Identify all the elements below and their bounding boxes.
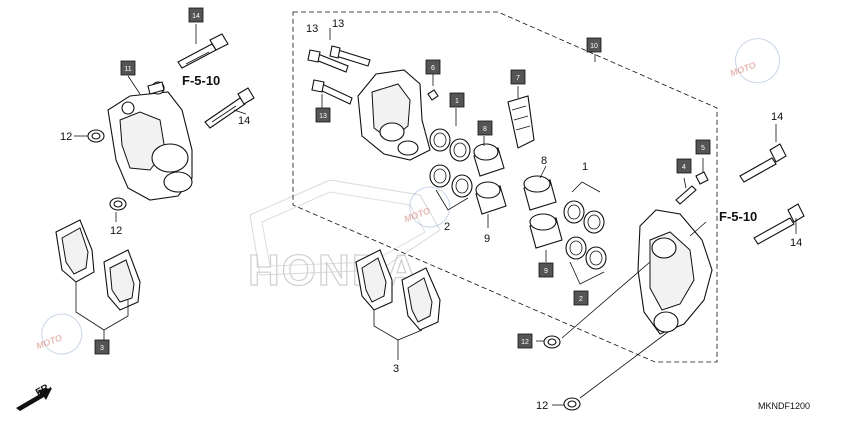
callout-box-5: 5 xyxy=(695,139,711,155)
callout-box-2-lower: 2 xyxy=(573,290,589,306)
svg-text:4: 4 xyxy=(682,164,686,171)
svg-text:8: 8 xyxy=(483,126,487,133)
piston-seal-1-upper xyxy=(429,128,471,162)
svg-text:1: 1 xyxy=(455,98,459,105)
callout-box-8-upper: 8 xyxy=(477,120,493,136)
callout-box-14-top-left: 14 xyxy=(188,7,204,23)
callout-box-3-left: 3 xyxy=(94,339,110,355)
callout-12-right-lower: 12 xyxy=(536,400,548,412)
callout-box-13: 13 xyxy=(315,107,331,123)
honda-watermark-text: HONDA xyxy=(248,246,419,295)
moto-watermark-top-right: MOTO xyxy=(729,38,781,84)
dust-seal-2-upper xyxy=(429,164,473,198)
callout-14-left-side: 14 xyxy=(238,115,250,127)
assembly-frame xyxy=(292,11,718,363)
svg-text:14: 14 xyxy=(192,13,200,20)
bleeder-screw-4 xyxy=(675,185,697,205)
bolt-13-lower xyxy=(311,79,353,105)
seal-12-left-bottom xyxy=(109,197,127,211)
svg-text:5: 5 xyxy=(701,145,705,152)
callout-9-upper: 9 xyxy=(484,233,490,245)
left-caliper-body xyxy=(107,81,193,201)
diagram-code: MKNDF1200 xyxy=(758,401,810,411)
bleeder-cap-5 xyxy=(695,171,709,185)
svg-text:2: 2 xyxy=(579,296,583,303)
bolt-14-right-top xyxy=(739,143,787,183)
callout-box-4: 4 xyxy=(676,158,692,174)
svg-text:MOTO: MOTO xyxy=(35,333,64,352)
svg-text:10: 10 xyxy=(590,43,598,50)
svg-text:6: 6 xyxy=(431,65,435,72)
dust-seal-2-lower xyxy=(565,236,607,270)
piston-9-upper-b xyxy=(475,181,507,215)
callout-12-left-top: 12 xyxy=(60,131,72,143)
bolt-14-right-bottom xyxy=(753,203,805,245)
bleed-cap-6 xyxy=(427,89,439,101)
callout-box-1-upper: 1 xyxy=(449,92,465,108)
callout-box-7: 7 xyxy=(510,69,526,85)
center-brake-pad-rear xyxy=(401,267,441,331)
callout-box-9-lower: 9 xyxy=(538,262,554,278)
bolt-14-left-side xyxy=(204,87,255,129)
left-brake-pad-front xyxy=(55,219,95,283)
moto-watermark-bottom-left: MOTO xyxy=(35,313,83,355)
seal-12-right-lower xyxy=(563,397,581,411)
callout-12-left-bottom: 12 xyxy=(110,225,122,237)
reference-label-left: F-5-10 xyxy=(182,73,220,88)
callout-box-10: 10 xyxy=(586,37,602,53)
right-caliper-body xyxy=(637,209,713,335)
callout-14-right-top: 14 xyxy=(771,111,783,123)
bolt-14-left-top xyxy=(177,33,229,69)
reference-label-right: F-5-10 xyxy=(719,209,757,224)
svg-text:7: 7 xyxy=(516,75,520,82)
left-brake-pad-rear xyxy=(103,249,141,311)
svg-text:3: 3 xyxy=(100,345,104,352)
callout-13-a: 13 xyxy=(306,23,318,35)
callout-box-6: 6 xyxy=(425,59,441,75)
callout-box-11: 11 xyxy=(120,60,136,76)
bolt-13-middle xyxy=(307,49,349,73)
callout-1-lower: 1 xyxy=(582,161,588,173)
svg-text:13: 13 xyxy=(319,113,327,120)
svg-text:MOTO: MOTO xyxy=(403,206,432,225)
piston-9-upper-a xyxy=(473,143,505,177)
bolt-13-upper xyxy=(329,45,371,67)
fr-label: FR. xyxy=(34,381,54,399)
svg-text:11: 11 xyxy=(124,66,131,73)
svg-text:12: 12 xyxy=(521,339,529,346)
callout-14-right-bottom: 14 xyxy=(790,237,802,249)
front-direction-arrow: FR. xyxy=(16,381,54,411)
center-caliper-bracket xyxy=(357,69,431,161)
callout-box-12-right: 12 xyxy=(517,333,533,349)
svg-text:9: 9 xyxy=(544,268,548,275)
center-brake-pad-front xyxy=(355,249,393,311)
callout-8-lower: 8 xyxy=(541,155,547,167)
callout-3-center: 3 xyxy=(393,363,399,375)
piston-seal-1-lower xyxy=(563,200,605,234)
svg-text:MOTO: MOTO xyxy=(729,60,758,79)
pad-spring-7 xyxy=(507,95,535,149)
piston-9-lower-b xyxy=(529,213,563,249)
seal-12-left-top xyxy=(87,129,105,143)
callout-2-upper: 2 xyxy=(444,221,450,233)
callout-13-b: 13 xyxy=(332,18,344,30)
piston-8-lower-a xyxy=(523,175,557,211)
seal-12-right-upper xyxy=(543,335,561,349)
